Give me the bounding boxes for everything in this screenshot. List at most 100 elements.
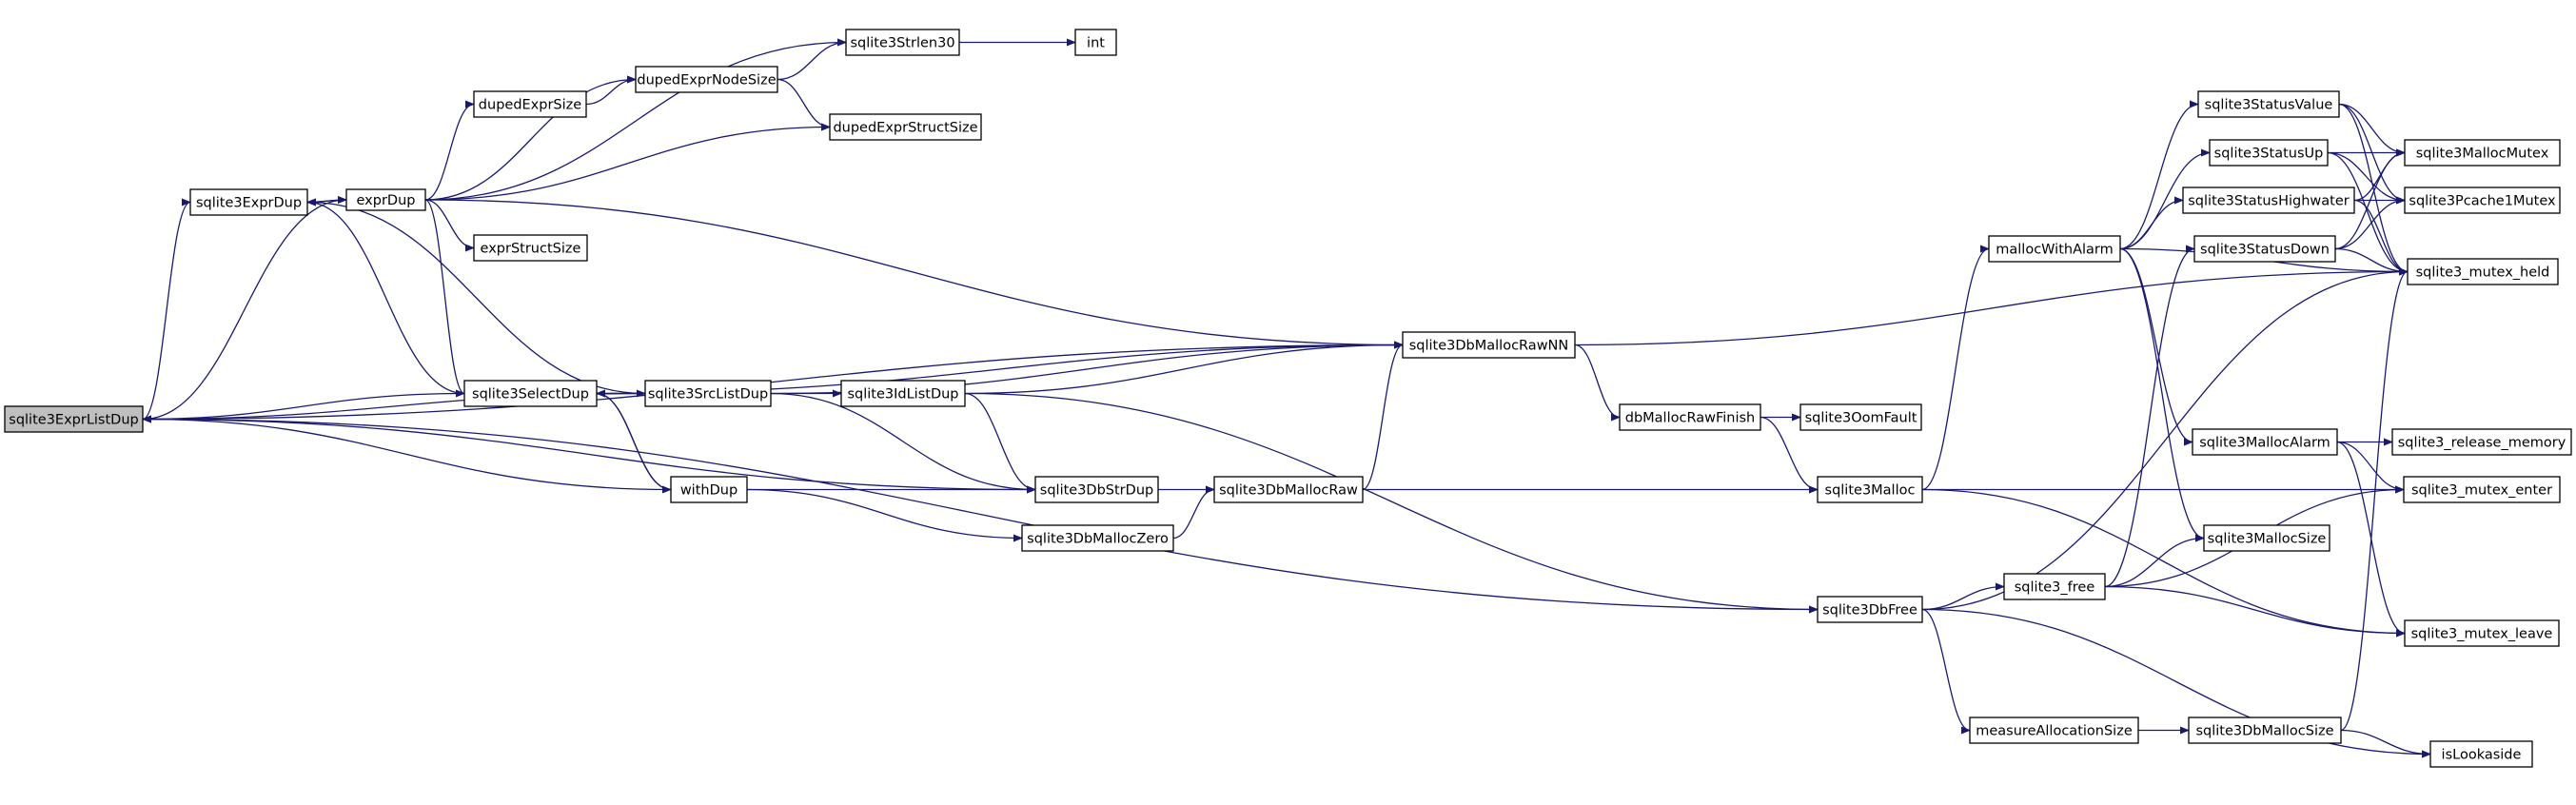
node-box	[2407, 258, 2559, 285]
node-box	[1034, 476, 1159, 503]
node-sqlite3-db-malloc-size[interactable]: sqlite3DbMallocSize	[2188, 717, 2342, 744]
node-box	[473, 90, 587, 118]
node-box	[1213, 476, 1364, 503]
node-sqlite3-id-list-dup[interactable]: sqlite3IdListDup	[840, 380, 966, 407]
node-label: sqlite3DbMallocSize	[2195, 724, 2333, 739]
node-label: sqlite3MallocMutex	[2416, 147, 2549, 162]
edge-malloc-with-alarm-to-sqlite3-status-value	[2119, 100, 2199, 250]
node-sqlite3-release-memory[interactable]: sqlite3_release_memory	[2391, 428, 2572, 456]
edge-sqlite3-src-list-dup-to-sqlite3-expr-dup	[306, 198, 646, 395]
node-box	[2404, 187, 2561, 214]
node-malloc-with-alarm[interactable]: mallocWithAlarm	[1988, 235, 2121, 263]
edge-malloc-with-alarm-to-sqlite3-status-highwater	[2119, 196, 2184, 250]
node-box	[2429, 740, 2533, 768]
node-sqlite3-mutex-enter[interactable]: sqlite3_mutex_enter	[2403, 476, 2561, 503]
node-int[interactable]: int	[1074, 29, 1117, 56]
node-sqlite3-mutex-leave[interactable]: sqlite3_mutex_leave	[2404, 619, 2560, 647]
node-box	[463, 380, 598, 407]
node-sqlite3-status-down[interactable]: sqlite3StatusDown	[2193, 235, 2336, 263]
node-duped-expr-struct-size[interactable]: dupedExprStructSize	[829, 113, 982, 141]
edge-sqlite3-expr-list-dup-to-sqlite3-db-free	[142, 418, 1819, 614]
node-sqlite3-mutex-held[interactable]: sqlite3_mutex_held	[2407, 258, 2559, 285]
node-box	[1817, 596, 1923, 623]
node-box	[1988, 235, 2121, 263]
node-label: sqlite3MallocAlarm	[2199, 436, 2330, 451]
node-db-malloc-raw-finish[interactable]: dbMallocRawFinish	[1619, 403, 1761, 431]
edge-sqlite3-free-to-sqlite3-malloc-size	[2104, 534, 2205, 588]
edge-sqlite3-free-to-sqlite3-status-down	[2104, 245, 2195, 588]
node-label: withDup	[680, 483, 737, 499]
node-sqlite3-status-value[interactable]: sqlite3StatusValue	[2197, 90, 2340, 118]
edge-sqlite3-id-list-dup-to-sqlite3-db-str-dup	[964, 392, 1036, 494]
node-label: sqlite3StatusUp	[2214, 147, 2324, 162]
node-box	[840, 380, 966, 407]
edge-expr-dup-to-duped-expr-node-size	[424, 75, 637, 201]
edge-duped-expr-node-size-to-duped-expr-struct-size	[777, 78, 831, 131]
node-label: sqlite3DbMallocZero	[1027, 532, 1169, 547]
node-sqlite3-malloc-size[interactable]: sqlite3MallocSize	[2203, 524, 2330, 552]
edge-with-dup-to-sqlite3-select-dup	[596, 389, 672, 491]
node-sqlite3-malloc-alarm[interactable]: sqlite3MallocAlarm	[2192, 428, 2338, 456]
node-expr-struct-size[interactable]: exprStructSize	[473, 234, 588, 262]
node-label: sqlite3ExprDup	[196, 196, 302, 211]
edge-sqlite3-status-down-to-sqlite3-mutex-held	[2334, 247, 2409, 276]
node-layer: sqlite3ExprListDup sqlite3ExprDup exprDup d…	[4, 29, 2572, 768]
node-sqlite3-select-dup[interactable]: sqlite3SelectDup	[463, 380, 598, 407]
edge-sqlite3-src-list-dup-to-sqlite3-db-str-dup	[770, 392, 1036, 494]
edge-sqlite3-status-up-to-sqlite3-mutex-held	[2327, 151, 2409, 276]
node-label: sqlite3IdListDup	[847, 387, 958, 402]
edge-with-dup-to-sqlite3-db-malloc-zero	[746, 488, 1023, 542]
edge-sqlite3-status-value-to-sqlite3-mutex-held	[2338, 103, 2409, 276]
edge-sqlite3-status-highwater-to-sqlite3-malloc-mutex	[2353, 148, 2406, 202]
node-sqlite3-expr-list-dup[interactable]: sqlite3ExprListDup	[4, 405, 144, 433]
node-box	[1817, 476, 1923, 503]
node-sqlite3-pcache1-mutex[interactable]: sqlite3Pcache1Mutex	[2404, 187, 2561, 214]
node-label: sqlite3OomFault	[1805, 411, 1917, 426]
node-sqlite3-src-list-dup[interactable]: sqlite3SrcListDup	[644, 380, 772, 407]
node-label: isLookaside	[2442, 748, 2522, 763]
node-label: dupedExprNodeSize	[637, 73, 776, 88]
edge-db-malloc-raw-finish-to-sqlite3-malloc	[1760, 416, 1819, 494]
edge-sqlite3-expr-list-dup-to-sqlite3-db-str-dup	[142, 418, 1036, 494]
node-label: sqlite3DbStrDup	[1040, 483, 1153, 499]
node-is-lookaside[interactable]: isLookaside	[2429, 740, 2533, 768]
edge-expr-dup-to-duped-expr-struct-size	[424, 123, 831, 201]
node-expr-dup[interactable]: exprDup	[345, 188, 426, 211]
node-measure-allocation-size[interactable]: measureAllocationSize	[1969, 717, 2139, 744]
node-label: dbMallocRawFinish	[1625, 411, 1755, 426]
edge-sqlite3-select-dup-to-sqlite3-expr-dup	[306, 198, 465, 395]
edge-sqlite3-expr-list-dup-to-sqlite3-db-malloc-raw-nn	[142, 341, 1404, 421]
edge-sqlite3-db-malloc-size-to-is-lookaside	[2340, 729, 2431, 758]
node-sqlite3-strlen30[interactable]: sqlite3Strlen30	[845, 29, 960, 56]
node-label: mallocWithAlarm	[1996, 243, 2114, 258]
node-sqlite3-db-malloc-raw[interactable]: sqlite3DbMallocRaw	[1213, 476, 1364, 503]
node-sqlite3-status-up[interactable]: sqlite3StatusUp	[2209, 139, 2329, 167]
edge-sqlite3-db-malloc-zero-to-sqlite3-db-malloc-raw	[1172, 485, 1215, 540]
edge-malloc-with-alarm-to-sqlite3-malloc-size	[2119, 247, 2205, 542]
node-label: sqlite3_mutex_leave	[2411, 627, 2553, 642]
node-sqlite3-malloc-mutex[interactable]: sqlite3MallocMutex	[2404, 139, 2561, 167]
edge-sqlite3-malloc-to-malloc-with-alarm	[1921, 245, 1990, 491]
node-sqlite3-status-highwater[interactable]: sqlite3StatusHighwater	[2182, 187, 2355, 214]
node-box	[2188, 717, 2342, 744]
node-box	[2391, 428, 2572, 456]
node-label: int	[1087, 36, 1105, 51]
edge-sqlite3-db-malloc-raw-nn-to-sqlite3-mutex-held	[1574, 267, 2409, 346]
node-duped-expr-size[interactable]: dupedExprSize	[473, 90, 587, 118]
edge-sqlite3-malloc-to-sqlite3-mutex-leave	[1921, 488, 2406, 638]
node-sqlite3-free[interactable]: sqlite3_free	[2003, 573, 2106, 600]
node-sqlite3-malloc[interactable]: sqlite3Malloc	[1817, 476, 1923, 503]
node-sqlite3-db-malloc-zero[interactable]: sqlite3DbMallocZero	[1021, 524, 1174, 552]
node-sqlite3-db-malloc-raw-nn[interactable]: sqlite3DbMallocRawNN	[1402, 331, 1576, 359]
node-sqlite3-db-str-dup[interactable]: sqlite3DbStrDup	[1034, 476, 1159, 503]
node-label: sqlite3Malloc	[1825, 483, 1916, 499]
edge-sqlite3-db-malloc-size-to-sqlite3-mutex-held	[2340, 267, 2409, 732]
node-box	[2197, 90, 2340, 118]
node-duped-expr-node-size[interactable]: dupedExprNodeSize	[635, 66, 778, 93]
edge-expr-dup-to-expr-struct-size	[424, 199, 475, 252]
node-sqlite3-expr-dup[interactable]: sqlite3ExprDup	[189, 188, 308, 216]
node-box	[2003, 573, 2106, 600]
node-with-dup[interactable]: withDup	[670, 476, 748, 503]
node-sqlite3-db-free[interactable]: sqlite3DbFree	[1817, 596, 1923, 623]
node-sqlite3-oom-fault[interactable]: sqlite3OomFault	[1799, 403, 1922, 431]
